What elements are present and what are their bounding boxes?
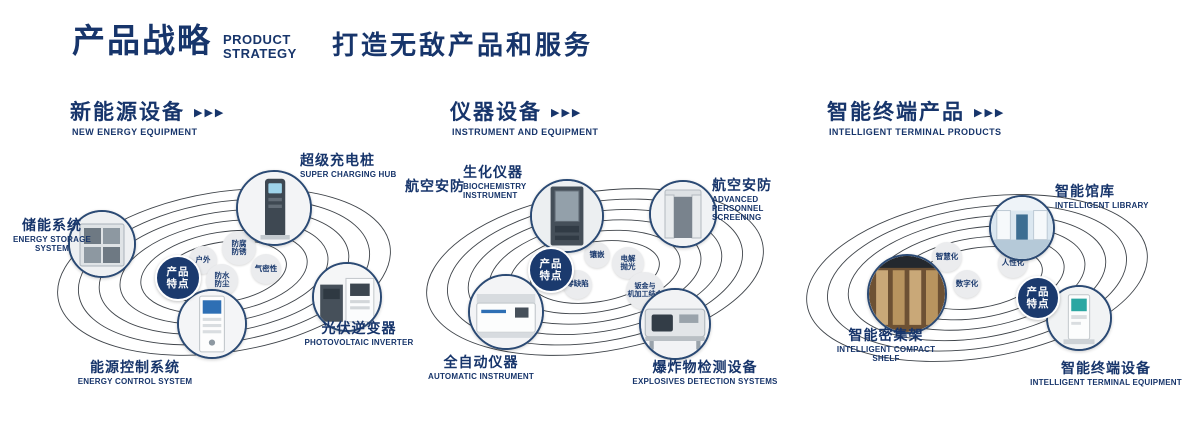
label-cn: 能源控制系统 — [90, 359, 180, 375]
node-photovoltaic-inverter — [312, 262, 382, 332]
badge-product-features-1: 产品 特点 — [155, 255, 201, 301]
section-subtitle: NEW ENERGY EQUIPMENT — [72, 127, 198, 137]
node-automatic-instrument — [468, 274, 544, 350]
label-cn: 智能终端设备 — [1061, 360, 1151, 376]
section-title: 仪器设备 — [450, 101, 542, 124]
page-title-en: PRODUCT STRATEGY — [223, 33, 297, 61]
triple-chevron-icon: ▶▶▶ — [194, 107, 226, 119]
section-title: 智能终端产品 — [827, 101, 965, 124]
label-energy-control-system: 能源控制系统 ENERGY CONTROL SYSTEM — [72, 359, 198, 386]
label-en: ADVANCED PERSONNEL SCREENING — [712, 195, 764, 222]
label-cn: 储能系统 — [22, 217, 82, 233]
label-biochemistry-instrument: 生化仪器 BIOCHEMISTRY INSTRUMENT — [463, 164, 575, 200]
node-explosives-detection — [639, 288, 711, 360]
label-en: EXPLOSIVES DETECTION SYSTEMS — [632, 377, 778, 386]
node-super-charging-hub — [236, 170, 312, 246]
label-en: SUPER CHARGING HUB — [300, 170, 397, 179]
node-personnel-screening — [649, 180, 717, 248]
section-header-intelligent-terminal: 智能终端产品 ▶▶▶ — [827, 96, 1005, 126]
feature-bubble: 气密性 — [251, 254, 281, 284]
section-subtitle: INSTRUMENT AND EQUIPMENT — [452, 127, 599, 137]
label-explosives-detection: 爆炸物检测设备 EXPLOSIVES DETECTION SYSTEMS — [625, 359, 785, 386]
label-personnel-screening: 航空安防 ADVANCED PERSONNEL SCREENING — [712, 177, 812, 222]
label-cn: 生化仪器 — [463, 164, 523, 180]
label-en: INTELLIGENT COMPACT SHELF — [836, 345, 936, 363]
label-en: BIOCHEMISTRY INSTRUMENT — [463, 182, 527, 200]
explosives-detection-image — [641, 290, 709, 358]
label-automatic-instrument: 全自动仪器 AUTOMATIC INSTRUMENT — [425, 354, 537, 381]
badge-product-features-2: 产品 特点 — [528, 247, 574, 293]
label-intelligent-terminal-equipment: 智能终端设备 INTELLIGENT TERMINAL EQUIPMENT — [1026, 360, 1186, 387]
label-cn: 全自动仪器 — [443, 354, 519, 370]
label-en: ENERGY CONTROL SYSTEM — [77, 377, 193, 386]
biochemistry-instrument-image — [532, 181, 602, 251]
label-cn: 爆炸物检测设备 — [652, 359, 758, 375]
charging-hub-image — [238, 172, 310, 244]
energy-storage-image — [70, 212, 134, 276]
label-cn: 智能密集架 — [848, 327, 924, 343]
label-energy-storage: 储能系统 ENERGY STORAGE SYSTEM — [8, 217, 96, 253]
node-intelligent-library — [989, 195, 1055, 261]
section-subtitle: INTELLIGENT TERMINAL PRODUCTS — [829, 127, 1002, 137]
label-en: ENERGY STORAGE SYSTEM — [12, 235, 92, 253]
label-intelligent-compact-shelf: 智能密集架 INTELLIGENT COMPACT SHELF — [826, 327, 946, 363]
badge-product-features-3: 产品 特点 — [1016, 276, 1060, 320]
label-super-charging-hub: 超级充电桩 SUPER CHARGING HUB — [300, 152, 415, 179]
control-system-image — [179, 291, 245, 357]
inverter-image — [314, 264, 380, 330]
label-intelligent-library: 智能馆库 INTELLIGENT LIBRARY — [1055, 183, 1165, 210]
label-en: AUTOMATIC INSTRUMENT — [428, 372, 534, 381]
page-title: 产品战略 — [72, 22, 212, 59]
label-cn: 智能馆库 — [1055, 183, 1115, 199]
triple-chevron-icon: ▶▶▶ — [551, 107, 583, 119]
node-energy-control-system — [177, 289, 247, 359]
section-header-instrument: 仪器设备 ▶▶▶ — [450, 96, 582, 126]
label-en: INTELLIGENT LIBRARY — [1055, 201, 1149, 210]
node-intelligent-compact-shelf — [867, 254, 947, 334]
label-en: PHOTOVOLTAIC INVERTER — [304, 338, 414, 347]
page-title-en-line2: STRATEGY — [223, 46, 297, 61]
intelligent-library-image — [991, 197, 1053, 259]
label-cn: 光伏逆变器 — [321, 320, 397, 336]
page-title-en-line1: PRODUCT — [223, 32, 291, 47]
compact-shelf-image — [869, 256, 945, 332]
feature-bubble: 镶嵌 — [584, 242, 610, 268]
section-title: 新能源设备 — [70, 101, 185, 124]
label-cn: 超级充电桩 — [300, 152, 375, 168]
slogan: 打造无敌产品和服务 — [332, 30, 594, 60]
label-cn: 航空安防 — [712, 177, 772, 193]
section-header-new-energy: 新能源设备 ▶▶▶ — [70, 96, 225, 126]
label-aviation-security-left: 航空安防 — [405, 178, 465, 194]
label-en: INTELLIGENT TERMINAL EQUIPMENT — [1030, 378, 1182, 387]
label-photovoltaic-inverter: 光伏逆变器 PHOTOVOLTAIC INVERTER — [300, 320, 418, 347]
node-biochemistry-instrument — [530, 179, 604, 253]
feature-bubble: 电解 抛光 — [612, 247, 644, 279]
personnel-screening-image — [651, 182, 715, 246]
node-energy-storage — [68, 210, 136, 278]
triple-chevron-icon: ▶▶▶ — [974, 107, 1006, 119]
automatic-instrument-image — [470, 276, 542, 348]
feature-bubble: 数字化 — [953, 270, 981, 298]
